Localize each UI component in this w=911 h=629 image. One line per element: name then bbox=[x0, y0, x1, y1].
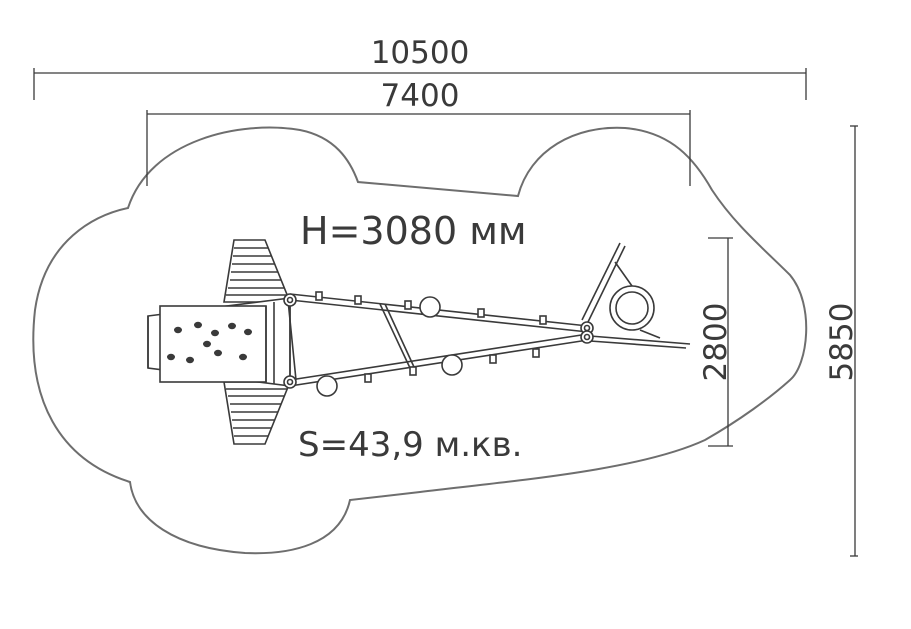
propeller bbox=[581, 242, 661, 339]
dimension-overall-width bbox=[850, 125, 858, 557]
climbing-holds bbox=[167, 321, 252, 364]
height-label: H=3080 мм bbox=[300, 209, 527, 253]
dimension-overall-length bbox=[33, 68, 807, 100]
rail-joints bbox=[315, 291, 547, 383]
dimension-frame-width-label: 2800 bbox=[698, 303, 734, 382]
airplane-structure bbox=[147, 239, 691, 445]
dimension-frame-width bbox=[708, 237, 733, 447]
upper-wing bbox=[223, 239, 292, 303]
safety-zone-outline bbox=[32, 126, 808, 555]
dimension-frame-length bbox=[146, 110, 691, 186]
rail-rings bbox=[316, 296, 463, 397]
dimension-overall-length-label: 10500 bbox=[371, 35, 470, 71]
lower-wing bbox=[223, 381, 292, 445]
dimension-frame-length-label: 7400 bbox=[381, 78, 460, 114]
bolt-connectors bbox=[283, 293, 594, 389]
climbing-wall bbox=[147, 297, 291, 387]
diagonal-strut bbox=[379, 303, 411, 369]
dimension-overall-width-label: 5850 bbox=[824, 303, 860, 382]
area-label: S=43,9 м.кв. bbox=[298, 425, 522, 465]
